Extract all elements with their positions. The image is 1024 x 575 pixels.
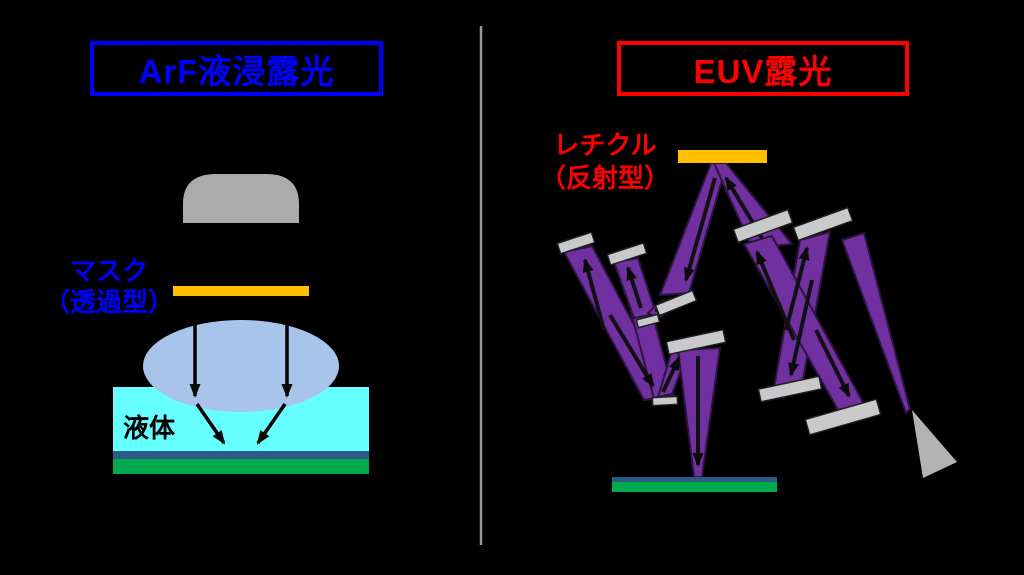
mirror [665, 328, 727, 356]
euv-beams [562, 162, 912, 478]
wafer-bar [113, 459, 369, 474]
euv-diagram [556, 150, 957, 492]
front-lens-ellipse [143, 320, 339, 412]
light-ray-arrow [256, 403, 287, 445]
light-ray-arrow [788, 279, 814, 377]
reticle-label-line1: レチクル [553, 130, 657, 160]
reticle-label-line2: （反射型） [539, 163, 670, 193]
light-ray-arrow [755, 250, 796, 341]
mirror [556, 231, 596, 255]
light-ray-arrow [784, 246, 810, 331]
mirror [792, 206, 854, 242]
light-ray-arrow [608, 313, 655, 388]
mask-bar [173, 286, 309, 296]
light-ray-arrow [582, 258, 606, 331]
mirror [651, 395, 679, 407]
resist-layer [612, 477, 777, 482]
mask-label: マスク（透過型） [44, 256, 174, 318]
projection-lens-dome [183, 174, 299, 223]
mirror [635, 313, 661, 329]
reticle-bar [678, 150, 767, 163]
light-ray-arrow [683, 177, 717, 282]
mask-label-line2: （透過型） [44, 287, 175, 317]
arf-panel-title: ArF液浸露光 [90, 41, 383, 96]
arf-light-rays [189, 298, 293, 445]
resist-layer [113, 451, 369, 459]
beam-from-source [840, 231, 912, 415]
light-ray-arrow [661, 356, 681, 393]
mirror [732, 208, 794, 244]
euv-mirrors [556, 206, 882, 436]
liquid-label: 液体 [123, 413, 176, 443]
mirror [654, 289, 698, 317]
euv-panel-title: EUV露光 [617, 41, 909, 96]
euv-source-cone [912, 410, 957, 478]
light-ray-arrow [814, 329, 851, 398]
light-ray-arrow [626, 266, 643, 309]
wafer-bar [612, 482, 777, 492]
mirror [757, 375, 823, 403]
mirror [606, 241, 648, 267]
mirror [804, 398, 882, 436]
reticle-label: レチクル（反射型） [538, 129, 672, 195]
arf-diagram [113, 174, 369, 474]
light-ray-arrow [195, 403, 226, 445]
mask-label-line1: マスク [69, 256, 148, 286]
